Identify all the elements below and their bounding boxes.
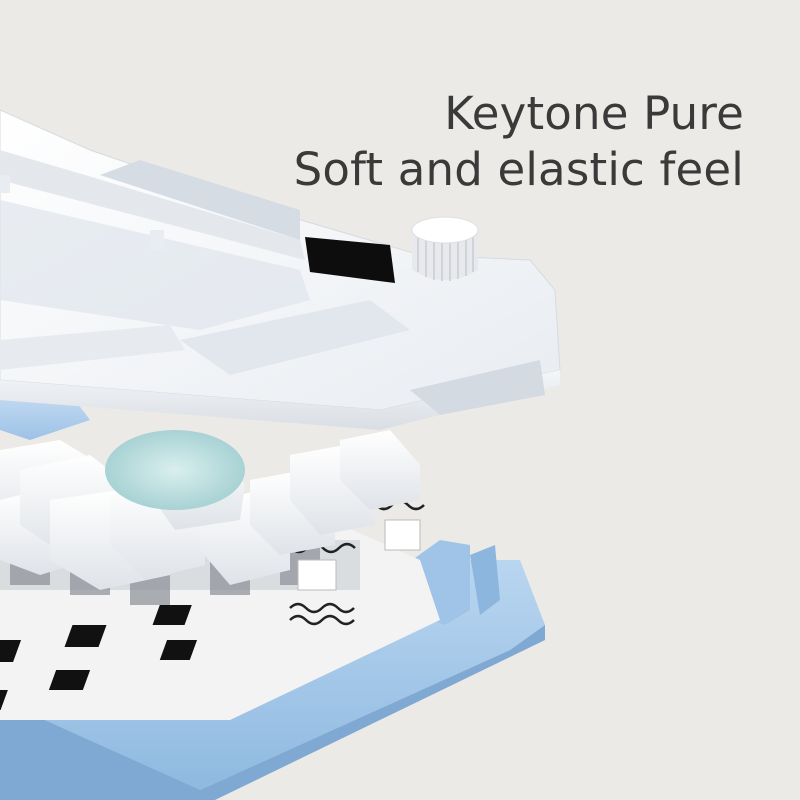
headline-line-1: Keytone Pure <box>444 87 744 140</box>
foam-pad <box>297 559 337 591</box>
foam-pad <box>384 519 421 551</box>
top-case-frame <box>0 109 561 430</box>
oled-screen-icon <box>305 237 395 283</box>
headline-line-2: Soft and elastic feel <box>293 143 744 196</box>
keycaps <box>0 430 420 590</box>
headline: Keytone Pure Soft and elastic feel <box>294 86 744 198</box>
volume-knob-icon <box>411 216 479 281</box>
